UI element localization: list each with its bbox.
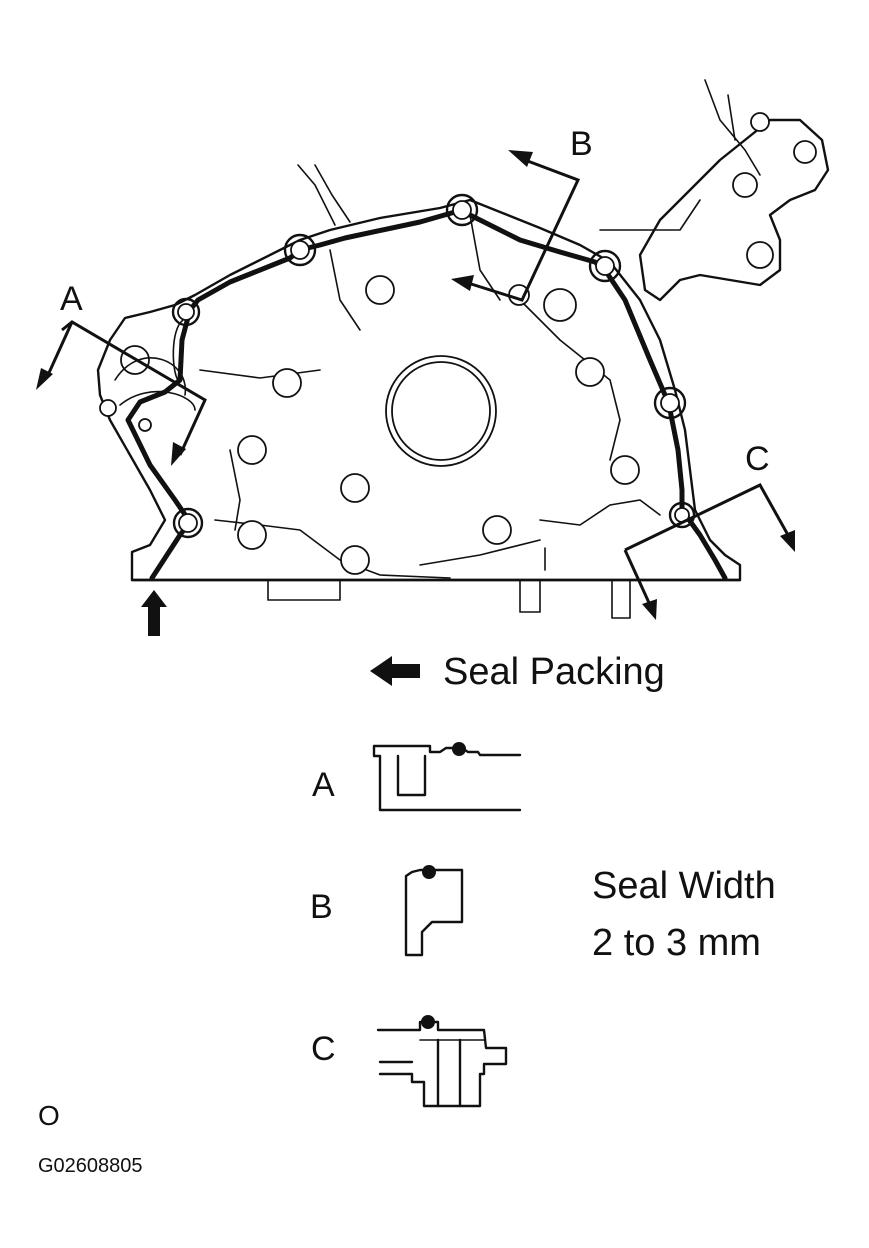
section-label-a: A <box>60 280 83 318</box>
detail-label-a: A <box>312 766 335 804</box>
section-label-c: C <box>745 440 770 478</box>
pump-housing <box>96 79 830 619</box>
bolt-holes <box>99 112 817 575</box>
sealant-bead-b <box>422 865 436 879</box>
seal-width-label: Seal Width <box>592 865 776 907</box>
detail-a: A <box>312 742 522 812</box>
detail-label-b: B <box>310 888 333 926</box>
seal-width-value: 2 to 3 mm <box>592 922 761 964</box>
seal-packing-label: Seal Packing <box>443 651 665 693</box>
detail-c: C <box>311 1015 508 1108</box>
section-cut-b <box>451 150 581 302</box>
start-arrow-icon <box>141 590 167 636</box>
seal-packing-legend: Seal Packing <box>370 651 665 693</box>
footer-mark: O <box>38 1100 60 1131</box>
detail-b: B <box>310 865 464 957</box>
seal-arrow-icon <box>370 656 420 686</box>
seal-packing-line <box>125 193 728 581</box>
figure-id: G02608805 <box>38 1155 143 1177</box>
detail-label-c: C <box>311 1030 336 1068</box>
sealant-bead-c <box>421 1015 435 1029</box>
sealant-bead-a <box>452 742 466 756</box>
section-cut-a <box>36 320 207 466</box>
section-label-b: B <box>570 125 593 163</box>
section-cut-c <box>623 483 795 620</box>
